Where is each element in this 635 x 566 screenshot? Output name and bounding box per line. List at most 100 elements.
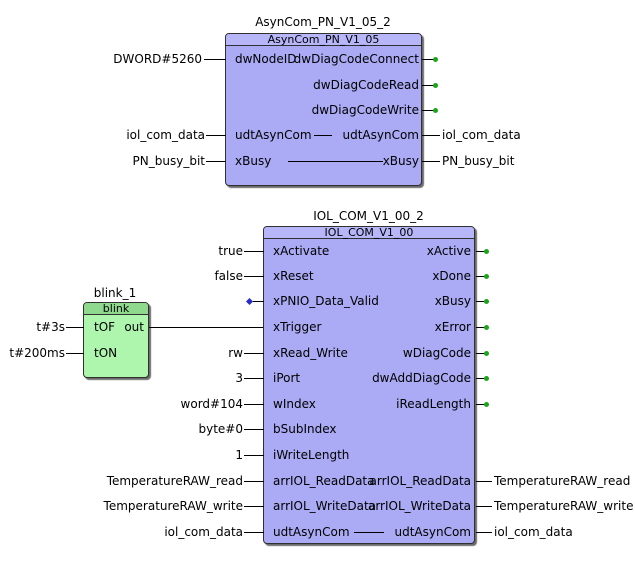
asyncom-input-value[interactable]: PN_busy_bit — [132, 154, 205, 168]
wire — [476, 404, 486, 405]
asyncom-function-block[interactable]: AsynCom_PN_V1_05 — [225, 33, 422, 186]
blink-pin-out: out — [124, 320, 144, 334]
iol-pin-arriol-readdata-out: arrIOL_ReadData — [369, 474, 471, 488]
iol-pin-xread-write: xRead_Write — [273, 346, 348, 360]
iol-input-value[interactable]: false — [214, 269, 243, 283]
iol-pin-windex: wIndex — [273, 397, 316, 411]
iol-pin-udtasyncom-in: udtAsynCom — [273, 525, 350, 539]
asyncom-pin-dwdiagcoderead: dwDiagCodeRead — [313, 78, 419, 92]
iol-pin-xdone: xDone — [432, 269, 471, 283]
output-connector-dot[interactable] — [484, 402, 489, 407]
iol-input-value[interactable]: true — [218, 244, 243, 258]
iol-pin-xreset: xReset — [273, 269, 314, 283]
wire — [206, 161, 226, 162]
blink-instance-name: blink_1 — [93, 286, 137, 300]
asyncom-pin-udtasyncom-out: udtAsynCom — [342, 128, 419, 142]
blink-type-header: blink — [84, 303, 148, 315]
unconnected-input-marker[interactable] — [245, 297, 254, 306]
asyncom-instance-name: AsynCom_PN_V1_05_2 — [255, 15, 391, 29]
blink-input-value[interactable]: t#3s — [36, 320, 65, 334]
iol-type-header: IOL_COM_V1_00 — [264, 227, 474, 239]
output-connector-dot[interactable] — [433, 108, 438, 113]
wire — [244, 429, 264, 430]
wire — [244, 251, 264, 252]
wire — [476, 327, 486, 328]
output-connector-dot[interactable] — [433, 57, 438, 62]
wire — [206, 135, 226, 136]
output-connector-dot[interactable] — [484, 249, 489, 254]
wire — [476, 481, 492, 482]
blink-input-value[interactable]: t#200ms — [9, 346, 65, 360]
wire — [422, 161, 440, 162]
output-connector-dot[interactable] — [433, 83, 438, 88]
iol-pin-arriol-readdata-in: arrIOL_ReadData — [273, 474, 375, 488]
wire — [244, 532, 264, 533]
wire — [244, 276, 264, 277]
iol-pin-xerror: xError — [434, 320, 471, 334]
wire — [476, 506, 492, 507]
asyncom-type-header: AsynCom_PN_V1_05 — [226, 34, 421, 46]
output-connector-dot[interactable] — [484, 351, 489, 356]
iol-input-value[interactable]: rw — [228, 346, 243, 360]
asyncom-input-value[interactable]: DWORD#5260 — [113, 52, 202, 66]
iol-input-value[interactable]: TemperatureRAW_write — [103, 499, 243, 513]
asyncom-output-value[interactable]: iol_com_data — [442, 128, 521, 142]
wire — [288, 161, 383, 162]
wire — [422, 85, 435, 86]
blink-out-to-xtrigger-wire — [149, 327, 264, 328]
iol-input-value[interactable]: word#104 — [180, 397, 243, 411]
iol-input-value[interactable]: 3 — [235, 371, 243, 385]
iol-input-value[interactable]: 1 — [235, 448, 243, 462]
wire — [476, 378, 486, 379]
wire — [476, 532, 492, 533]
wire — [422, 59, 435, 60]
iol-pin-dwadddiagcode: dwAddDiagCode — [372, 371, 471, 385]
iol-input-value[interactable]: TemperatureRAW_read — [106, 474, 243, 488]
wire — [422, 110, 435, 111]
wire — [476, 353, 486, 354]
iol-pin-xactivate: xActivate — [273, 244, 330, 258]
iol-pin-xbusy-out: xBusy — [434, 294, 471, 308]
iol-pin-bsubindex: bSubIndex — [273, 422, 337, 436]
output-connector-dot[interactable] — [484, 299, 489, 304]
output-connector-dot[interactable] — [484, 376, 489, 381]
iol-input-value[interactable]: iol_com_data — [164, 525, 243, 539]
iol-pin-xtrigger: xTrigger — [273, 320, 322, 334]
output-connector-dot[interactable] — [484, 325, 489, 330]
iol-output-value[interactable]: TemperatureRAW_write — [494, 499, 634, 513]
asyncom-pin-dwdiagcodeconnect: dwDiagCodeConnect — [293, 52, 419, 66]
wire — [66, 353, 84, 354]
asyncom-input-value[interactable]: iol_com_data — [126, 128, 205, 142]
asyncom-pin-xbusy-in: xBusy — [235, 154, 272, 168]
iol-pin-udtasyncom-out: udtAsynCom — [394, 525, 471, 539]
blink-pin-ton: tON — [94, 346, 118, 360]
iol-function-block[interactable]: IOL_COM_V1_00 — [263, 226, 475, 544]
iol-pin-iwritelength: iWriteLength — [273, 448, 350, 462]
iol-pin-arriol-writedata-out: arrIOL_WriteData — [367, 499, 471, 513]
iol-pin-ireadlength: iReadLength — [396, 397, 471, 411]
wire — [253, 301, 264, 302]
iol-pin-wdiagcode: wDiagCode — [402, 346, 471, 360]
wire — [244, 455, 264, 456]
iol-pin-arriol-writedata-in: arrIOL_WriteData — [273, 499, 377, 513]
wire — [476, 276, 486, 277]
wire — [354, 532, 384, 533]
iol-output-value[interactable]: iol_com_data — [494, 525, 573, 539]
wire — [244, 481, 264, 482]
blink-function-block[interactable]: blink — [83, 302, 149, 378]
iol-input-value[interactable]: byte#0 — [198, 422, 244, 436]
blink-pin-tof: tOF — [94, 320, 116, 334]
wire — [476, 251, 486, 252]
iol-pin-xpnio-data-valid: xPNIO_Data_Valid — [273, 294, 379, 308]
output-connector-dot[interactable] — [484, 274, 489, 279]
asyncom-pin-dwnodeid: dwNodeID — [235, 52, 297, 66]
wire — [314, 135, 332, 136]
iol-instance-name: IOL_COM_V1_00_2 — [313, 209, 424, 223]
asyncom-output-value[interactable]: PN_busy_bit — [442, 154, 515, 168]
wire — [422, 135, 440, 136]
asyncom-pin-udtasyncom-in: udtAsynCom — [235, 128, 312, 142]
asyncom-pin-xbusy-out: xBusy — [382, 154, 419, 168]
wire — [476, 301, 486, 302]
iol-output-value[interactable]: TemperatureRAW_read — [494, 474, 631, 488]
iol-pin-xactive: xActive — [426, 244, 471, 258]
